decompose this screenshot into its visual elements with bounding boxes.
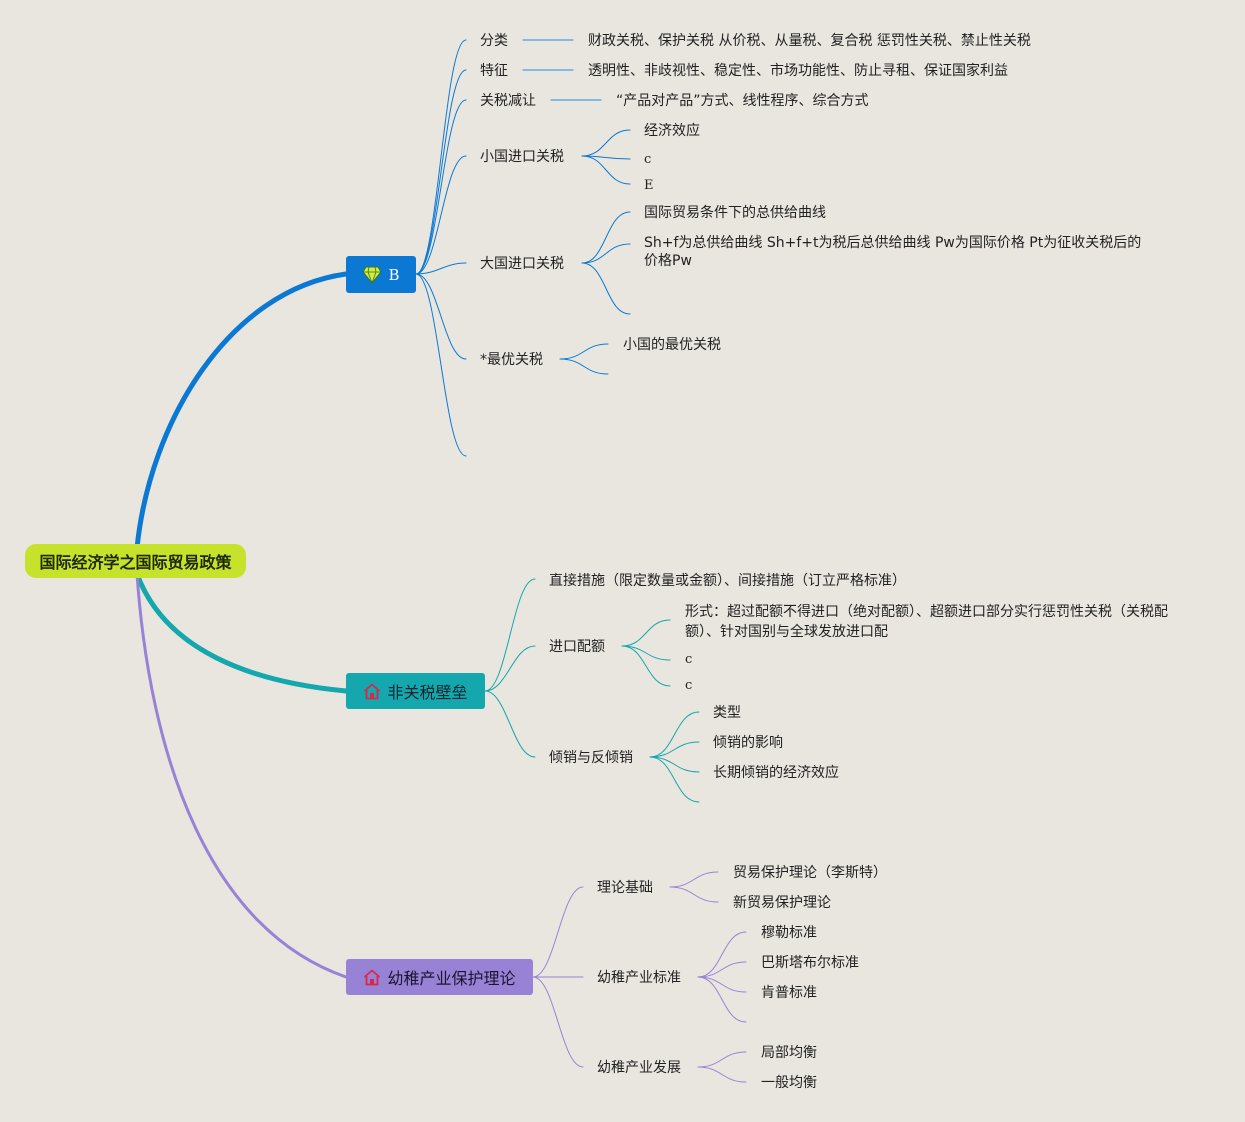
connector-21 (621, 619, 671, 647)
connector-30 (532, 976, 584, 1068)
connector-31 (669, 871, 719, 888)
subtopic-bastable-standard[interactable]: 巴斯塔布尔标准 (761, 955, 859, 971)
connector-13 (581, 211, 631, 264)
subtopic-new-protection[interactable]: 新贸易保护理论 (733, 895, 831, 911)
house-icon (363, 969, 381, 986)
root-topic[interactable]: 国际经济学之国际贸易政策 (25, 544, 246, 578)
connector-0 (415, 39, 467, 275)
connector-27 (649, 756, 700, 803)
connector-25 (649, 741, 700, 758)
connector-1 (415, 69, 467, 275)
subtopic-quota-forms[interactable]: 形式：超过配额不得进口（绝对配额）、超额进口部分实行惩罚性关税（关税配额）、针对… (685, 604, 1168, 640)
subtopic-e[interactable]: E (644, 178, 654, 193)
subtopic-mill-standard[interactable]: 穆勒标准 (761, 925, 817, 941)
connector-17 (559, 358, 609, 375)
topic-theory-basis[interactable]: 理论基础 (597, 880, 653, 896)
topic-features[interactable]: 特征 (480, 63, 508, 79)
branch-non-tariff-barriers[interactable]: 非关税壁垒 (346, 673, 485, 709)
connector-16 (559, 343, 609, 360)
topic-classification[interactable]: 分类 (480, 33, 508, 49)
connector-20 (484, 690, 536, 758)
connector-4 (415, 262, 467, 275)
topic-classification-detail[interactable]: 财政关税、保护关税 从价税、从量税、复合税 惩罚性关税、禁止性关税 (588, 33, 1031, 49)
subtopic-quota-c2[interactable]: c (685, 678, 693, 693)
connector-2 (415, 99, 467, 275)
subtopic-kemp-standard[interactable]: 肯普标准 (761, 985, 817, 1001)
subtopic-long-term-dumping[interactable]: 长期倾销的经济效应 (713, 765, 839, 781)
subtopic-general-equilibrium[interactable]: 一般均衡 (761, 1075, 817, 1091)
subtopic-small-country-optimal[interactable]: 小国的最优关税 (623, 337, 721, 353)
subtopic-economic-effect[interactable]: 经济效应 (644, 123, 700, 139)
topic-infant-standards[interactable]: 幼稚产业标准 (597, 970, 681, 986)
branch-tariff[interactable]: B (346, 256, 416, 293)
topic-tariff-reduction[interactable]: 关税减让 (480, 93, 536, 109)
subtopic-partial-equilibrium[interactable]: 局部均衡 (761, 1045, 817, 1061)
subtopic-total-supply-curve[interactable]: 国际贸易条件下的总供给曲线 (644, 205, 826, 221)
topic-direct-indirect-measures[interactable]: 直接措施（限定数量或金额）、间接措施（订立严格标准） (549, 573, 906, 589)
connector-10 (581, 129, 631, 157)
connector-32 (669, 886, 719, 903)
topic-large-country-tariff[interactable]: 大国进口关税 (480, 256, 564, 272)
branch-non-tariff-label: 非关税壁垒 (387, 683, 468, 702)
topic-tariff-reduction-detail[interactable]: “产品对产品”方式、线性程序、综合方式 (616, 93, 869, 109)
topic-features-detail[interactable]: 透明性、非歧视性、稳定性、市场功能性、防止寻租、保证国家利益 (588, 63, 1008, 79)
connector-34 (697, 961, 747, 978)
diamond-icon (362, 266, 383, 284)
connector-35 (697, 976, 747, 993)
branch-tariff-label: B (388, 265, 400, 284)
topic-dumping[interactable]: 倾销与反倾销 (549, 750, 633, 766)
connector-5 (415, 273, 467, 360)
subtopic-c[interactable]: c (644, 152, 652, 167)
topic-infant-development[interactable]: 幼稚产业发展 (597, 1060, 681, 1076)
topic-small-country-tariff[interactable]: 小国进口关税 (480, 149, 564, 165)
connector-23 (621, 645, 671, 687)
connector-12 (581, 155, 631, 185)
branch-infant-industry[interactable]: 幼稚产业保护理论 (346, 959, 533, 995)
connector-28 (532, 886, 584, 978)
subtopic-supply-notation[interactable]: Sh+f为总供给曲线 Sh+f+t为税后总供给曲线 Pw为国际价格 Pt为征收关… (644, 235, 1142, 269)
topic-optimal-tariff[interactable]: *最优关税 (480, 352, 543, 368)
subtopic-list-protection[interactable]: 贸易保护理论（李斯特） (733, 865, 887, 881)
connector-19 (484, 645, 536, 692)
connector-24 (649, 711, 700, 758)
topic-import-quota[interactable]: 进口配额 (549, 639, 605, 655)
connector-38 (697, 1066, 747, 1083)
main-branch-infant (135, 572, 348, 979)
root-topic-label: 国际经济学之国际贸易政策 (39, 553, 232, 572)
branch-infant-industry-label: 幼稚产业保护理论 (387, 969, 516, 988)
connector-33 (697, 931, 747, 978)
connector-26 (649, 756, 700, 773)
connector-3 (415, 155, 467, 275)
main-branch-non-tariff (134, 571, 349, 694)
connector-18 (484, 578, 536, 692)
connector-14 (581, 243, 631, 264)
subtopic-dumping-impact[interactable]: 倾销的影响 (713, 735, 783, 751)
connector-36 (697, 976, 747, 1023)
connector-22 (621, 645, 671, 661)
connector-6 (415, 273, 467, 457)
subtopic-dumping-types[interactable]: 类型 (713, 705, 741, 721)
subtopic-quota-c1[interactable]: c (685, 652, 693, 667)
connector-15 (581, 262, 631, 315)
house-icon (363, 683, 381, 700)
main-branch-tariff (134, 271, 349, 551)
connector-37 (697, 1051, 747, 1068)
